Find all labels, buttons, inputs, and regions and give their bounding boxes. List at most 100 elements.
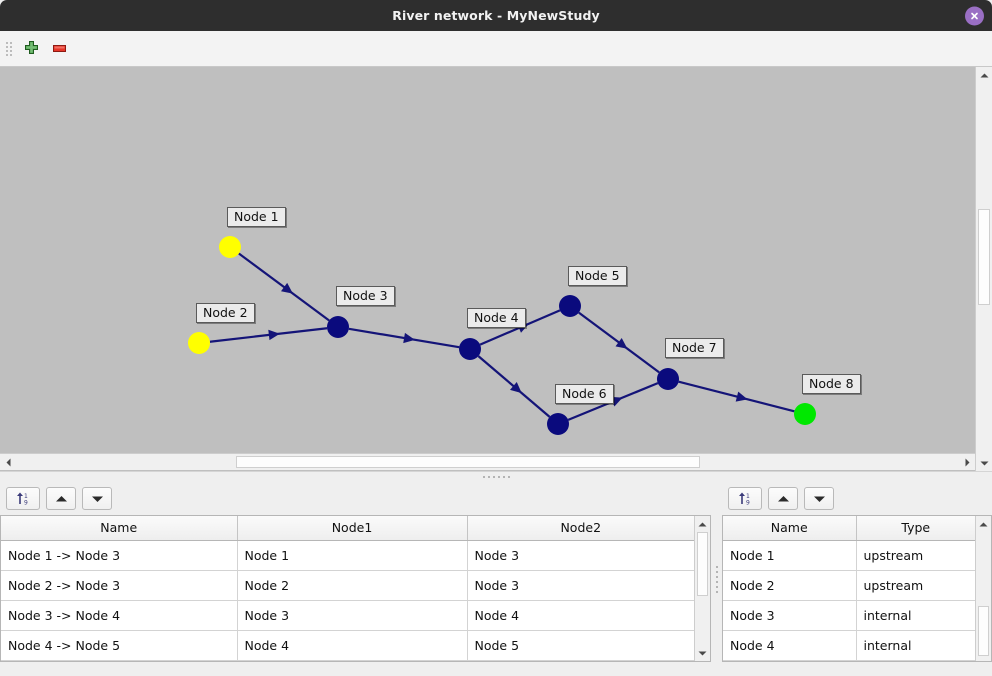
graph-node-node-2[interactable]	[188, 332, 210, 354]
nodes-vertical-scrollbar[interactable]	[975, 516, 991, 661]
nodes-cell[interactable]: upstream	[856, 540, 975, 571]
edge-Node3-Node4[interactable]	[348, 327, 460, 349]
nodes-cell[interactable]: internal	[856, 630, 975, 661]
reaches-cell-empty[interactable]	[237, 660, 468, 661]
minus-icon[interactable]	[45, 35, 73, 63]
nodes-column-header[interactable]: Type	[856, 516, 975, 541]
graph-node-node-3[interactable]	[327, 316, 349, 338]
reaches-cell[interactable]: Node 2	[237, 570, 468, 601]
reaches-cell[interactable]: Node 4	[237, 630, 468, 661]
diagram-vscroll-thumb[interactable]	[978, 209, 990, 305]
reaches-cell[interactable]: Node 3 -> Node 4	[1, 600, 238, 631]
reaches-cell-empty[interactable]	[1, 660, 238, 661]
reaches-cell[interactable]: Node 3	[467, 540, 694, 571]
arrow-up-icon[interactable]	[768, 487, 798, 510]
reaches-cell[interactable]: Node 1	[237, 540, 468, 571]
nodes-vscroll-thumb[interactable]	[978, 606, 989, 656]
reaches-cell[interactable]: Node 4	[467, 600, 694, 631]
reaches-cell-empty[interactable]	[467, 660, 694, 661]
graph-node-node-5[interactable]	[559, 295, 581, 317]
graph-node-node-4[interactable]	[459, 338, 481, 360]
nodes-cell-empty[interactable]	[723, 660, 857, 661]
diagram-vertical-scrollbar[interactable]	[975, 67, 992, 471]
node-label-node-3[interactable]: Node 3	[336, 286, 395, 306]
graph-node-node-1[interactable]	[219, 236, 241, 258]
nodes-column-header[interactable]: Name	[723, 516, 857, 541]
nodes-cell[interactable]: Node 1	[723, 540, 857, 571]
network-diagram-canvas[interactable]: Node 1 Node 2 Node 3 Node 4 Node 5 Node 6 Node…	[0, 67, 975, 453]
graph-node-node-8[interactable]	[794, 403, 816, 425]
nodes-cell[interactable]: Node 2	[723, 570, 857, 601]
horizontal-splitter[interactable]	[0, 471, 992, 482]
reaches-cell[interactable]: Node 2 -> Node 3	[1, 570, 238, 601]
node-label-node-4[interactable]: Node 4	[467, 308, 526, 328]
graph-node-node-7[interactable]	[657, 368, 679, 390]
node-label-node-8[interactable]: Node 8	[802, 374, 861, 394]
diagram-hscroll-track[interactable]	[16, 454, 959, 470]
table-row-empty[interactable]	[723, 660, 975, 661]
edge-Node2-Node3[interactable]	[209, 327, 328, 343]
reaches-cell[interactable]: Node 1 -> Node 3	[1, 540, 238, 571]
scroll-up-icon[interactable]	[695, 516, 710, 532]
node-label-node-5[interactable]: Node 5	[568, 266, 627, 286]
svg-text:9: 9	[24, 500, 28, 507]
reaches-vscroll-thumb[interactable]	[697, 532, 708, 596]
reaches-vscroll-track[interactable]	[695, 532, 710, 645]
diagram-vscroll-track[interactable]	[976, 83, 992, 455]
graph-node-node-6[interactable]	[547, 413, 569, 435]
edge-arrowhead	[403, 332, 415, 344]
nodes-vscroll-track[interactable]	[976, 532, 991, 656]
reaches-column-header[interactable]: Node1	[237, 516, 468, 541]
diagram-hscroll-thumb[interactable]	[236, 456, 700, 468]
reaches-cell[interactable]: Node 5	[467, 630, 694, 661]
diagram-horizontal-scrollbar[interactable]	[0, 453, 975, 470]
scroll-up-icon[interactable]	[976, 516, 991, 532]
reaches-cell[interactable]: Node 3	[237, 600, 468, 631]
reaches-cell[interactable]: Node 3	[467, 570, 694, 601]
nodes-cell[interactable]: Node 4	[723, 630, 857, 661]
nodes-cell[interactable]: internal	[856, 600, 975, 631]
edge-Node1-Node3[interactable]	[238, 252, 330, 322]
edge-Node7-Node8[interactable]	[678, 380, 795, 413]
arrow-down-icon[interactable]	[804, 487, 834, 510]
nodes-cell[interactable]: upstream	[856, 570, 975, 601]
toolbar-drag-handle[interactable]	[4, 39, 12, 59]
scroll-down-icon[interactable]	[695, 645, 710, 661]
reaches-vertical-scrollbar[interactable]	[694, 516, 710, 661]
nodes-cell[interactable]: Node 3	[723, 600, 857, 631]
reaches-cell[interactable]: Node 4 -> Node 5	[1, 630, 238, 661]
scroll-right-icon[interactable]	[959, 458, 975, 467]
network-diagram-panel: Node 1 Node 2 Node 3 Node 4 Node 5 Node 6 Node…	[0, 67, 992, 471]
nodes-cell-empty[interactable]	[856, 660, 975, 661]
arrow-down-icon[interactable]	[82, 487, 112, 510]
arrow-up-icon[interactable]	[46, 487, 76, 510]
reaches-column-header[interactable]: Node2	[467, 516, 694, 541]
scroll-up-icon[interactable]	[976, 67, 992, 83]
node-label-node-7[interactable]: Node 7	[665, 338, 724, 358]
node-label-node-1[interactable]: Node 1	[227, 207, 286, 227]
table-row-empty[interactable]	[1, 660, 694, 661]
plus-icon[interactable]	[17, 35, 45, 63]
network-graph	[188, 236, 816, 435]
scroll-left-icon[interactable]	[0, 458, 16, 467]
reaches-column-header[interactable]: Name	[1, 516, 238, 541]
close-icon[interactable]	[965, 6, 984, 25]
vertical-splitter[interactable]	[711, 482, 722, 676]
sort-arrow-icon[interactable]: 1 9	[728, 487, 762, 510]
node-label-node-6[interactable]: Node 6	[555, 384, 614, 404]
sort-arrow-icon[interactable]: 1 9	[6, 487, 40, 510]
scroll-down-icon[interactable]	[976, 455, 992, 471]
node-label-node-2[interactable]: Node 2	[196, 303, 255, 323]
